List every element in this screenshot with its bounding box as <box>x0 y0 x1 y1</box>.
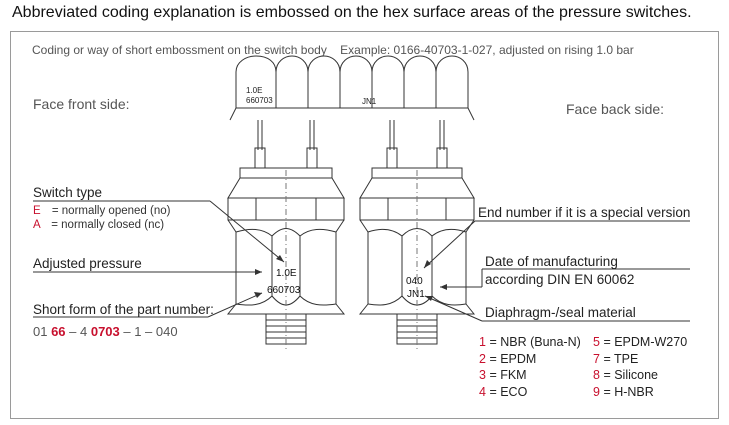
leader-arrowheads <box>254 255 447 301</box>
material-item: 5 = EPDM-W270 <box>593 334 687 351</box>
material-name: = Silicone <box>603 368 658 382</box>
face-front-label: Face front side: <box>33 96 130 112</box>
diagram-frame <box>10 31 719 419</box>
back-emboss-line-2: JN1 <box>407 289 425 300</box>
adjusted-pressure-label: Adjusted pressure <box>33 256 142 271</box>
part-number-segment: – 1 – 040 <box>119 324 178 339</box>
end-number-label: End number if it is a special version <box>478 205 691 220</box>
material-item: 1 = NBR (Buna-N) <box>479 334 581 351</box>
strip-emboss-front: 1.0E 660703 <box>246 86 273 106</box>
switch-type-title: Switch type <box>33 185 103 200</box>
front-emboss-line-1: 1.0E <box>276 268 297 279</box>
short-form-title: Short form of the part number: <box>33 302 214 317</box>
material-name: = EPDM-W270 <box>603 335 688 349</box>
diaphragm-title: Diaphragm-/seal material <box>485 305 636 320</box>
leader-lines-right <box>423 220 690 322</box>
material-item: 2 = EPDM <box>479 351 581 368</box>
material-item: 9 = H-NBR <box>593 384 687 401</box>
material-number: 5 <box>593 335 600 349</box>
materials-column-1: 1 = NBR (Buna-N) 2 = EPDM 3 = FKM 4 = EC… <box>479 334 581 400</box>
subheading-text: Coding or way of short embossment on the… <box>32 43 327 57</box>
strip-text-2: 660703 <box>246 96 273 105</box>
material-name: = ECO <box>489 384 528 399</box>
material-number: 4 <box>479 384 486 399</box>
coding-subheading: Coding or way of short embossment on the… <box>32 43 634 57</box>
material-item: 7 = TPE <box>593 351 687 368</box>
strip-text-3: JN1 <box>362 97 377 106</box>
switch-type-item: E = normally opened (no) <box>33 205 170 217</box>
material-number: 8 <box>593 368 600 382</box>
material-number: 2 <box>479 351 486 366</box>
face-back-label: Face back side: <box>566 101 665 117</box>
switch-type-code: A <box>33 219 41 231</box>
back-switch-illustration <box>358 120 476 350</box>
part-number-segment-highlight: 0703 <box>90 324 120 339</box>
material-item: 3 = FKM <box>479 367 581 384</box>
date-label-line-2: according DIN EN 60062 <box>485 272 635 287</box>
material-number: 1 <box>479 335 486 349</box>
switch-type-item: A = normally closed (nc) <box>33 219 164 231</box>
strip-text-1: 1.0E <box>246 86 263 95</box>
hex-strip-illustration <box>229 55 475 121</box>
switch-type-code: E <box>33 205 41 217</box>
switch-type-desc: = normally opened (no) <box>51 205 171 217</box>
material-number: 3 <box>479 368 486 382</box>
back-emboss-line-1: 040 <box>406 276 423 287</box>
page-heading: Abbreviated coding explanation is emboss… <box>12 4 692 21</box>
front-emboss: 1.0E <box>276 268 297 280</box>
material-number: 7 <box>593 351 600 366</box>
part-number-segment-highlight: 66 <box>51 324 66 339</box>
example-text: Example: 0166-40703-1-027, adjusted on r… <box>340 43 634 57</box>
material-item: 4 = ECO <box>479 384 581 401</box>
front-switch-illustration <box>226 120 346 350</box>
material-item: 8 = Silicone <box>593 367 687 384</box>
part-number-segment: – 4 <box>65 324 91 339</box>
front-emboss-line-2: 660703 <box>267 285 301 296</box>
material-name: = H-NBR <box>603 384 654 399</box>
material-number: 9 <box>593 384 600 399</box>
short-form-part-number: 01 66 – 4 0703 – 1 – 040 <box>33 324 178 339</box>
part-number-segment: 01 <box>33 324 52 339</box>
materials-column-2: 5 = EPDM-W270 7 = TPE 8 = Silicone 9 = H… <box>593 334 687 400</box>
material-name: = FKM <box>489 368 527 382</box>
leader-lines-left <box>33 200 285 318</box>
material-name: = EPDM <box>489 351 537 366</box>
material-name: = NBR (Buna-N) <box>489 335 581 349</box>
switch-type-desc: = normally closed (nc) <box>51 219 165 231</box>
material-name: = TPE <box>603 351 639 366</box>
date-label-line-1: Date of manufacturing <box>485 254 618 269</box>
